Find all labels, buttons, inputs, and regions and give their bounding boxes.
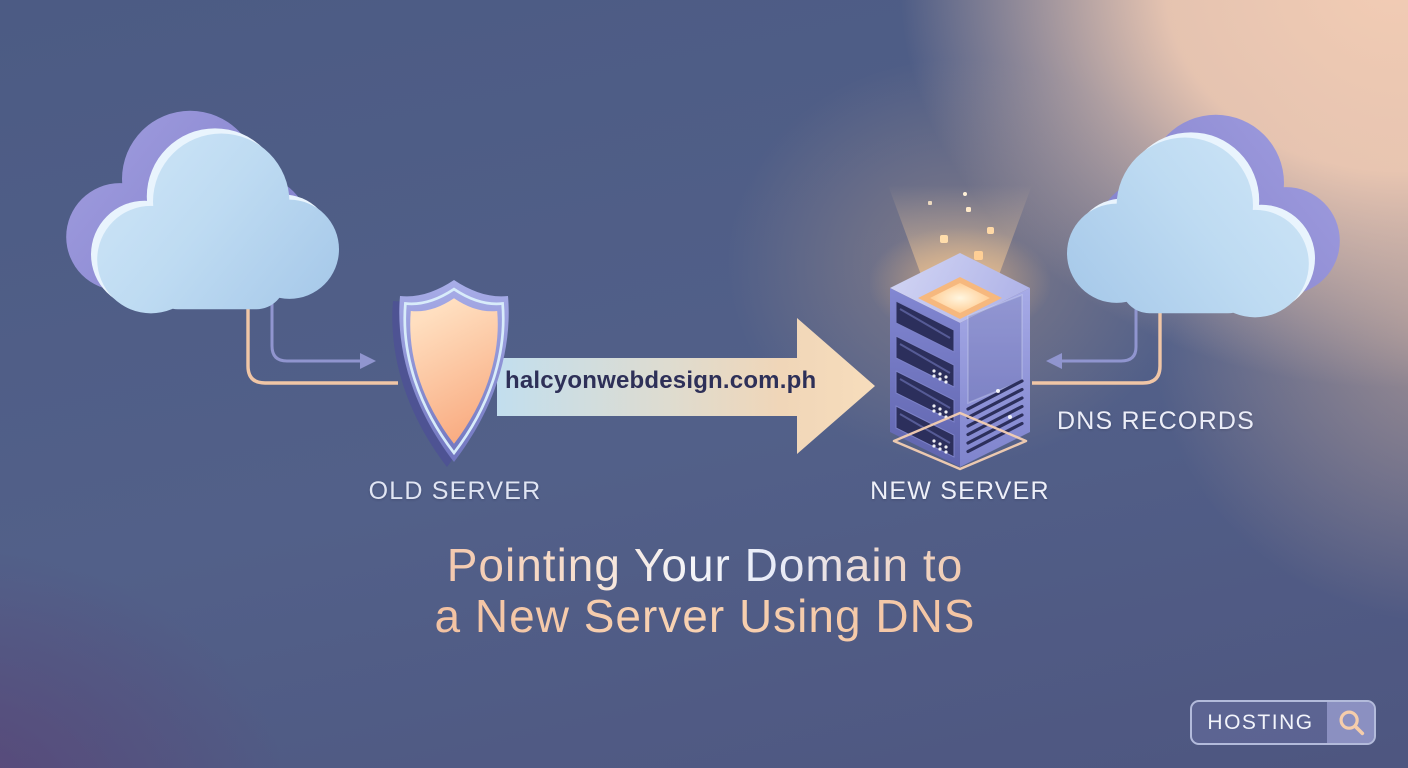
search-button[interactable] [1327, 702, 1374, 743]
cloud-icon [66, 110, 339, 314]
base-diamond-outline [892, 411, 1028, 471]
hosting-search-bar[interactable]: HOSTING [1190, 700, 1376, 745]
old-server-label: OLD SERVER [368, 477, 542, 505]
title-line-2: a New Server Using DNS [340, 591, 1070, 642]
cloud-icon-right [1036, 90, 1346, 338]
dns-records-label: DNS RECORDS [1057, 407, 1255, 435]
page-title: Pointing Your Domain to a New Server Usi… [340, 540, 1070, 642]
glow-particles [928, 192, 994, 260]
search-query-text[interactable]: HOSTING [1207, 711, 1314, 734]
cloud-icon [1067, 114, 1340, 318]
domain-name-label: halcyonwebdesign.com.ph [505, 367, 817, 394]
rack-slots [895, 300, 955, 458]
cloud-icon-left [60, 86, 370, 334]
arrow-right-icon [497, 318, 875, 454]
title-line-1: Pointing Your Domain to [340, 540, 1070, 591]
new-server-label: NEW SERVER [870, 477, 1050, 505]
server-rack-icon [870, 185, 1050, 485]
magnifier-icon [1338, 710, 1364, 735]
light-beam [888, 185, 1032, 283]
shield-icon [388, 272, 520, 470]
